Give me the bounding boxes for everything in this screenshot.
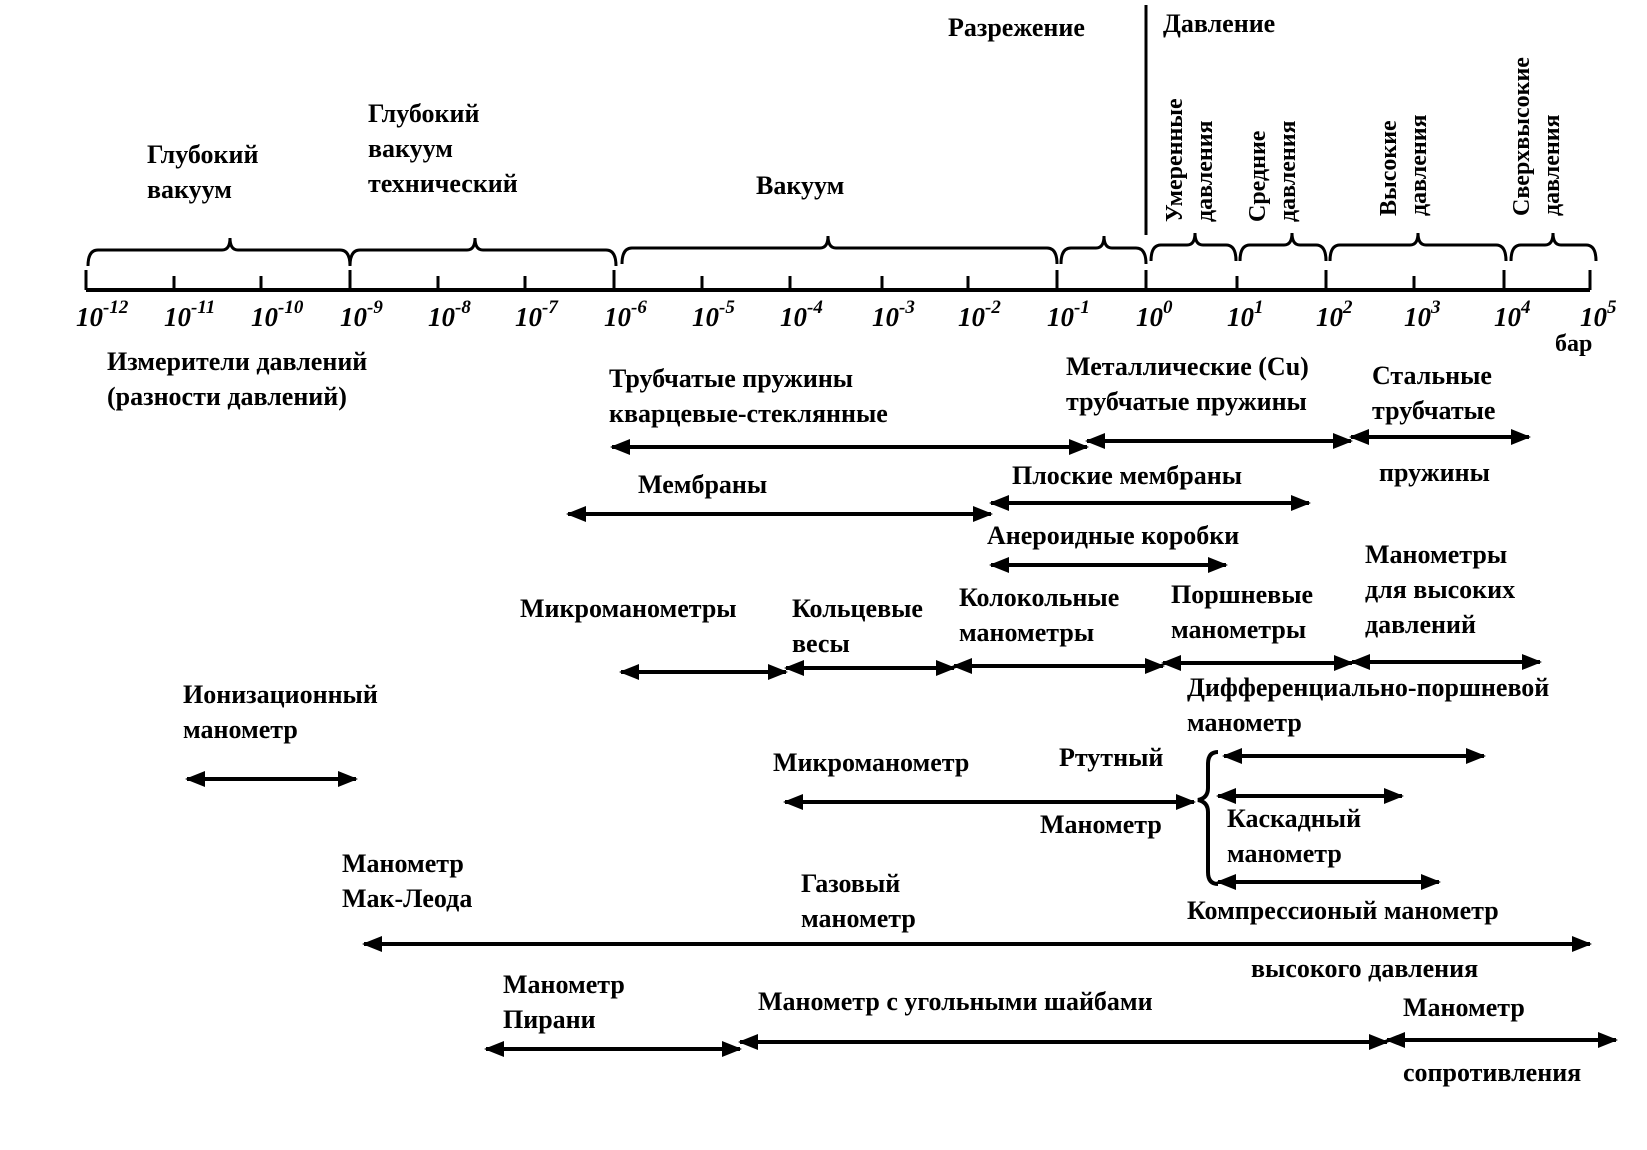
membranes-label: Мембраны bbox=[638, 470, 768, 499]
instruments-heading: Измерители давлений(разности давлений) bbox=[107, 347, 368, 411]
scale-tick-label: 10-3 bbox=[872, 297, 915, 332]
scale-tick-label: 102 bbox=[1316, 297, 1353, 332]
steel-tube-springs-label-2: пружины bbox=[1379, 458, 1490, 487]
compression-gauge-label-2: высокого давления bbox=[1251, 954, 1479, 983]
scale-tick-label: 10-10 bbox=[251, 297, 304, 332]
scale-tick-label: 10-4 bbox=[780, 297, 823, 332]
high-pressure-brace bbox=[1328, 232, 1508, 262]
scale-tick-label: 10-1 bbox=[1047, 297, 1090, 332]
mercury-label: Ртутный bbox=[1059, 743, 1164, 772]
scale-tick-label: 101 bbox=[1227, 297, 1264, 332]
deep-vacuum-brace bbox=[86, 237, 352, 267]
ultra-high-pressure-brace bbox=[1509, 232, 1598, 262]
medium-pressure-brace bbox=[1238, 232, 1328, 262]
scale-tick-label: 10-5 bbox=[692, 297, 735, 332]
scale-tick-label: 10-11 bbox=[164, 297, 216, 332]
micromanometers-label: Микроманометры bbox=[520, 594, 737, 623]
aneroid-boxes-label: Анероидные коробки bbox=[987, 521, 1240, 550]
scale-tick-label: 10-12 bbox=[76, 297, 129, 332]
moderate-pressure-brace bbox=[1149, 232, 1238, 262]
resistance-gauge-label: Манометр bbox=[1403, 993, 1525, 1022]
low-vacuum-brace bbox=[1059, 235, 1148, 265]
manometer-label: Манометр bbox=[1040, 810, 1162, 839]
compression-gauge-label: Компрессионый манометр bbox=[1187, 896, 1499, 925]
scale-tick-label: 10-8 bbox=[428, 297, 471, 332]
scale-tick-label: 104 bbox=[1494, 297, 1531, 332]
instrument-range-arrows bbox=[185, 429, 1618, 1057]
unit-label: бар bbox=[1555, 331, 1593, 357]
flat-membranes-label: Плоские мембраны bbox=[1012, 461, 1243, 490]
carbon-disc-gauge-label: Манометр с угольными шайбами bbox=[758, 987, 1153, 1016]
range-braces bbox=[86, 232, 1598, 267]
vacuum-label: Вакуум bbox=[756, 171, 845, 200]
scale-tick-label: 100 bbox=[1136, 297, 1173, 332]
pressure-label: Давление bbox=[1163, 9, 1276, 38]
metal-tube-springs-label: Металлические (Cu)трубчатые пружины bbox=[1066, 352, 1309, 416]
vacuum-brace bbox=[620, 235, 1059, 265]
scale-tick-label: 10-6 bbox=[604, 297, 647, 332]
mercury-group-brace bbox=[1197, 750, 1219, 886]
deep-vacuum-technical-brace bbox=[348, 237, 618, 267]
scale-tick-label: 105 bbox=[1580, 297, 1617, 332]
resistance-gauge-label-2: сопротивления bbox=[1403, 1058, 1582, 1087]
scale-tick-label: 10-7 bbox=[515, 297, 558, 332]
micromanometer-label: Микроманометр bbox=[773, 748, 970, 777]
scale-tick-label: 10-9 bbox=[340, 297, 383, 332]
scale-tick-label: 103 bbox=[1404, 297, 1441, 332]
log-scale-axis bbox=[84, 5, 1592, 292]
rarefaction-label: Разрежение bbox=[948, 13, 1085, 42]
scale-tick-label: 10-2 bbox=[958, 297, 1001, 332]
